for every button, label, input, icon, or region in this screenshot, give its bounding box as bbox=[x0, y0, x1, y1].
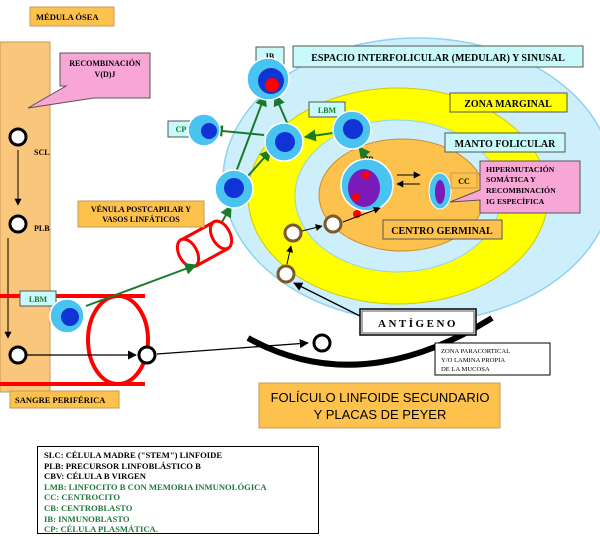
hipermutacion-line-3: RECOMBINACIÓN bbox=[486, 185, 556, 195]
lbm-marginal-label-box bbox=[308, 101, 346, 118]
manto-label: MANTO FOLICULAR bbox=[455, 139, 556, 150]
foliculo-line-1: FOLÍCULO LINFOIDE SECUNDARIO bbox=[271, 390, 490, 405]
circulating-cell-1 bbox=[8, 345, 28, 365]
cb-nucleolus-1 bbox=[352, 193, 360, 201]
scl-cell bbox=[8, 127, 28, 147]
circulating-cell-2 bbox=[137, 345, 157, 365]
lbm-marginal-label: LBM bbox=[318, 106, 337, 115]
recombinacion-line-2: V(D)J bbox=[95, 70, 116, 79]
centro-germinal-label-box bbox=[382, 219, 503, 240]
venula-label-box bbox=[77, 200, 205, 228]
bone-marrow-area bbox=[0, 41, 51, 393]
cp-nucleus bbox=[201, 123, 217, 139]
plb-label: PLB bbox=[34, 224, 50, 233]
enter-arrow-2 bbox=[301, 224, 323, 232]
enter-arrow-1 bbox=[286, 245, 294, 265]
lymphatic-vessel bbox=[175, 219, 234, 269]
manto-label-box bbox=[444, 132, 566, 153]
antigeno-label: ANTÍGENO bbox=[378, 318, 458, 330]
transit-cell-lower-nucleus bbox=[224, 178, 244, 198]
sangre-label-box bbox=[9, 390, 120, 409]
enter-arrow-3 bbox=[342, 206, 381, 223]
paracortical-line-2: Y/O LAMINA PROPIA bbox=[441, 357, 505, 364]
paracortical-line-1: ZONA PARACORTICAL bbox=[441, 348, 510, 355]
legend-item-cp: CP: CÉLULA PLASMÁTICA. bbox=[44, 524, 158, 535]
hipermutacion-callout bbox=[449, 160, 581, 214]
legend-item-lmb: LMB: LINFOCITO B CON MEMORIA INMUNOLÓGIC… bbox=[44, 481, 267, 492]
cc-label-box bbox=[450, 172, 478, 189]
lbm-marginal-nucleus bbox=[343, 119, 363, 139]
cc-nucleus bbox=[435, 180, 445, 204]
legend-item-cc: CC: CENTROCITO bbox=[44, 492, 121, 503]
transit-cell-upper-nucleus bbox=[275, 132, 295, 152]
hipermutacion-line-4: IG ESPECÍFICA bbox=[486, 196, 545, 206]
legend-item-plb: PLB: PRECURSOR LINFOBLÁSTICO B bbox=[44, 460, 201, 471]
to-paracortex-arrow bbox=[156, 339, 309, 355]
scl-label: SCL bbox=[34, 148, 50, 157]
recombinacion-callout bbox=[27, 52, 151, 109]
legend-box: SLC: CÉLULA MADRE ("STEM") LINFOIDE PLB:… bbox=[37, 446, 319, 534]
hipermutacion-line-2: SOMÁTICA Y bbox=[486, 174, 536, 184]
zona-marginal-label: ZONA MARGINAL bbox=[464, 99, 552, 110]
lbm-blood-label: LBM bbox=[29, 295, 48, 304]
antigeno-box bbox=[359, 308, 477, 336]
blood-vessel-ring bbox=[86, 294, 150, 386]
paracortex-cell bbox=[312, 333, 332, 353]
ib-label: IB bbox=[266, 52, 275, 61]
sangre-label: SANGRE PERIFÉRICA bbox=[15, 395, 106, 405]
lbm-blood-label-box bbox=[19, 290, 57, 307]
espacio-label: ESPACIO INTERFOLICULAR (MEDULAR) Y SINUS… bbox=[311, 53, 565, 64]
entering-cell-1 bbox=[276, 264, 296, 284]
centro-germinal-label: CENTRO GERMINAL bbox=[391, 226, 493, 237]
zona-marginal-label-box bbox=[449, 92, 568, 113]
medula-label-box bbox=[29, 6, 115, 27]
cp-label: CP bbox=[176, 125, 187, 134]
venula-line-1: VÉNULA POSTCAPILAR Y bbox=[91, 204, 191, 214]
plb-cell bbox=[8, 214, 28, 234]
paracortical-line-3: DE LA MUCOSA bbox=[441, 366, 490, 373]
entering-cell-3 bbox=[323, 214, 343, 234]
hipermutacion-line-1: HIPERMUTACIÓN bbox=[486, 164, 555, 174]
lbm-blood-nucleus bbox=[61, 308, 79, 326]
cc-label: CC bbox=[458, 177, 470, 186]
cb-nucleolus-2 bbox=[362, 171, 370, 179]
paracortical-box bbox=[434, 342, 551, 376]
legend-item-ib: IB: INMUNOBLASTO bbox=[44, 513, 130, 524]
foliculo-title-box bbox=[258, 382, 501, 429]
medula-label: MÉDULA ÓSEA bbox=[36, 12, 99, 22]
paracortical-arc bbox=[246, 315, 494, 368]
espacio-label-box bbox=[292, 45, 584, 68]
antigeno-box-inner bbox=[361, 310, 475, 334]
entering-cell-2 bbox=[283, 223, 303, 243]
legend-item-cb: CB: CENTROBLASTO bbox=[44, 502, 133, 513]
antigen-arrow bbox=[293, 282, 363, 318]
recombinacion-line-1: RECOMBINACIÓN bbox=[69, 58, 141, 68]
venula-line-2: VASOS LINFÁTICOS bbox=[102, 214, 180, 224]
legend-item-scl: SLC: CÉLULA MADRE ("STEM") LINFOIDE bbox=[44, 450, 223, 460]
foliculo-line-2: Y PLACAS DE PEYER bbox=[314, 407, 447, 422]
legend-item-cbv: CBV: CÉLULA B VIRGEN bbox=[44, 471, 146, 482]
ib-nucleolus bbox=[265, 78, 279, 92]
